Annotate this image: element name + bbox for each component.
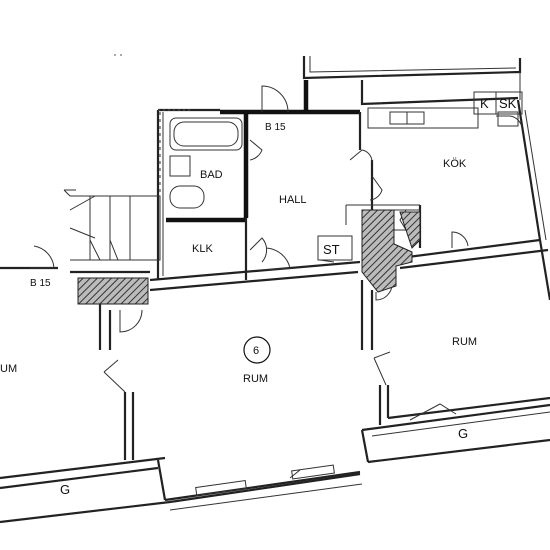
room-label-rum-center: RUM [243,373,268,385]
room-number: 6 [253,345,259,357]
room-label-bad: BAD [200,169,223,181]
room-label-kok: KÖK [443,158,467,170]
room-label-rum-left: UM [0,363,17,375]
walls [0,54,550,524]
label-g-right: G [458,426,468,441]
doors [30,85,523,479]
label-b15-left: B 15 [30,278,51,289]
label-b15-top: B 15 [265,122,286,133]
room-label-st: ST [323,242,340,257]
fixture-label-k: K [480,96,489,111]
label-g-left: G [60,482,70,497]
room-label-hall: HALL [279,194,307,206]
structural-blocks [77,209,421,305]
room-label-rum-right: RUM [452,336,477,348]
room-label-klk: KLK [192,243,213,255]
fixture-label-sk: SK [499,96,517,111]
room-number-circle [243,336,271,364]
